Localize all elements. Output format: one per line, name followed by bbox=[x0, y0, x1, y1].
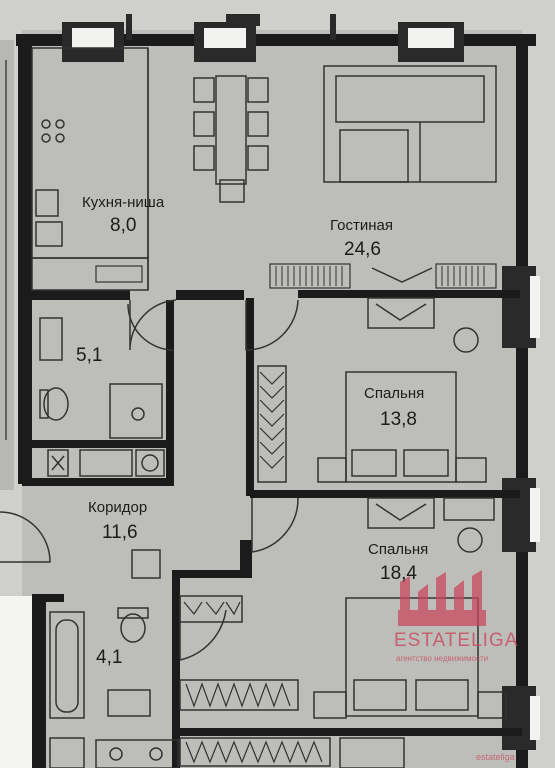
watermark-logo-mark bbox=[398, 570, 486, 626]
room-name-kitchen: Кухня-ниша bbox=[82, 194, 165, 211]
watermark-brand: ESTATELIGA bbox=[394, 630, 519, 651]
room-name-corridor: Коридор bbox=[88, 499, 148, 516]
interior-walls bbox=[22, 290, 522, 768]
room-area-bedroom1: 13,8 bbox=[380, 409, 417, 430]
room-area-living: 24,6 bbox=[344, 239, 381, 260]
room-area-kitchen: 8,0 bbox=[110, 215, 137, 236]
room-name-bedroom2: Спальня bbox=[368, 541, 429, 558]
room-name-living: Гостиная bbox=[330, 217, 393, 234]
room-area-corridor: 11,6 bbox=[102, 522, 138, 543]
exterior-walls bbox=[16, 34, 536, 768]
floor-area bbox=[22, 30, 522, 768]
watermark-corner: estateliga bbox=[476, 752, 515, 762]
room-area-bath2: 4,1 bbox=[96, 647, 123, 668]
room-area-bedroom2: 18,4 bbox=[380, 563, 417, 584]
room-area-bath1: 5,1 bbox=[76, 345, 103, 366]
room-name-bedroom1: Спальня bbox=[364, 385, 425, 402]
watermark-tagline: агентство недвижимости bbox=[396, 654, 489, 663]
